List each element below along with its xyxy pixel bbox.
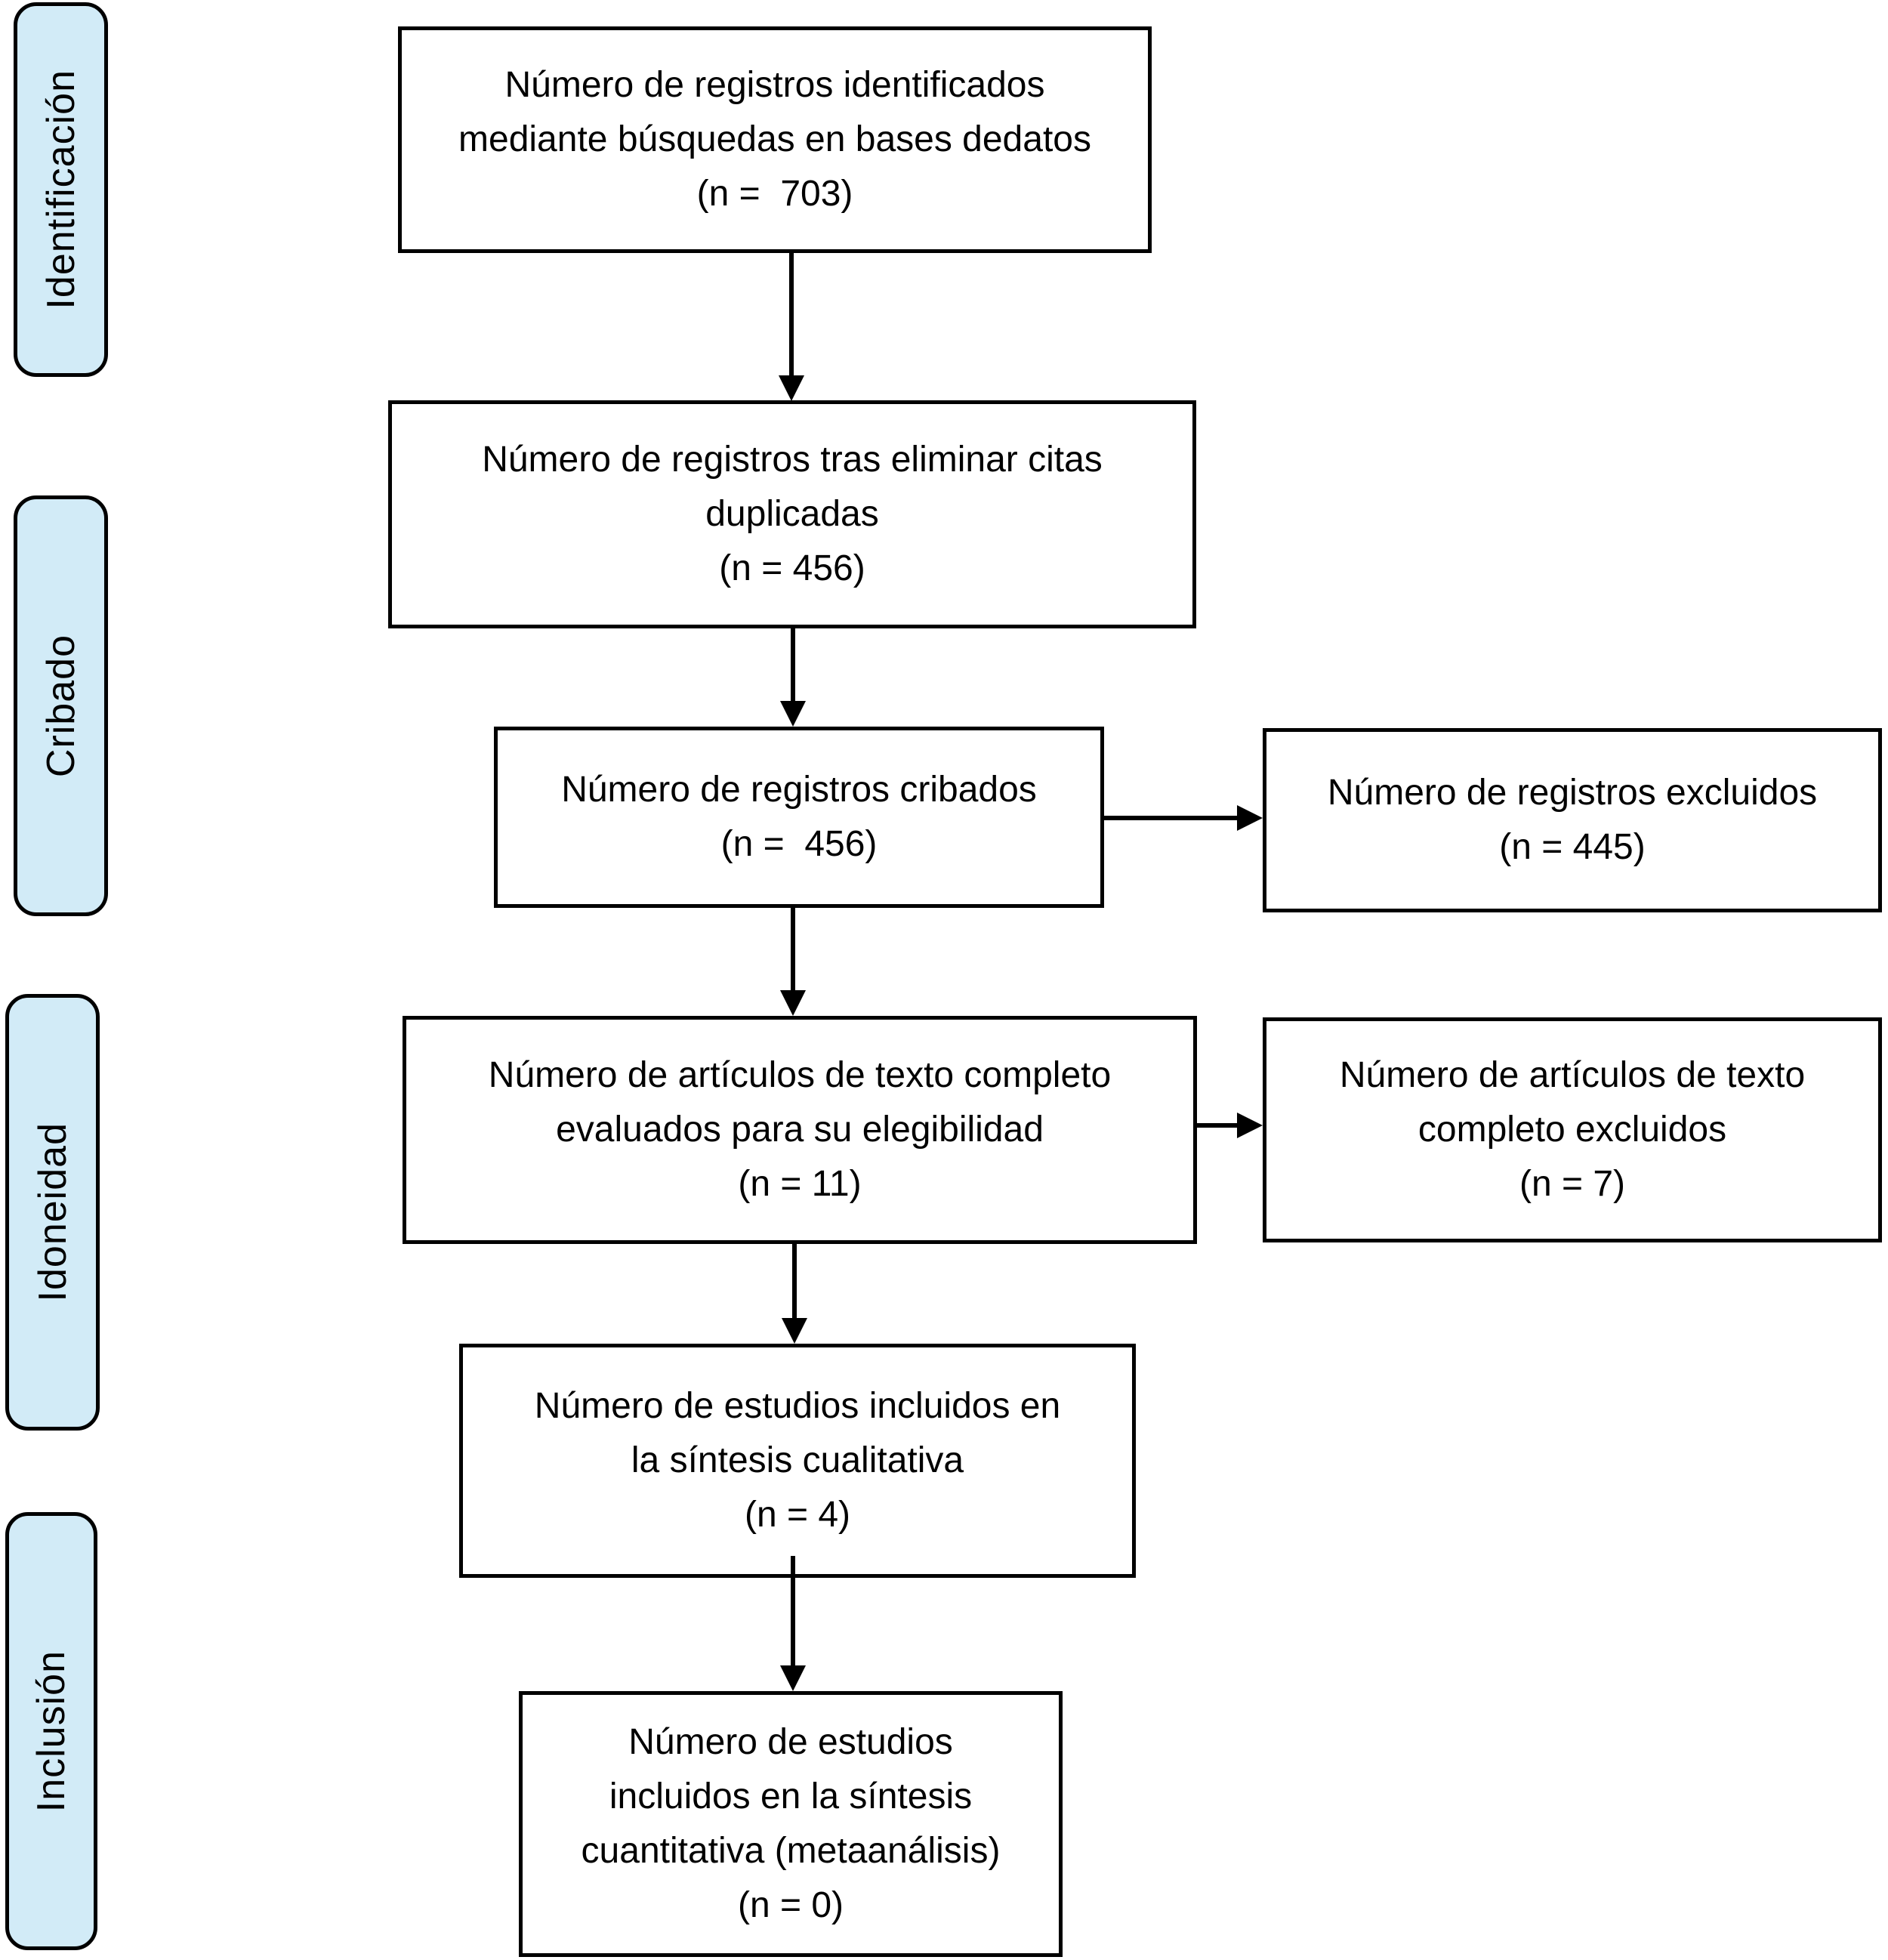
flow-box-records-excluded: Número de registros excluidos (n = 445) [1263, 728, 1882, 912]
stage-label-inclusion: Inclusión [29, 1650, 73, 1813]
stage-label-cribado: Cribado [39, 634, 83, 778]
flow-box-records-excluded-text: Número de registros excluidos (n = 445) [1327, 773, 1818, 867]
stage-tab-idoneidad: Idoneidad [5, 994, 100, 1431]
stage-tab-inclusion: Inclusión [5, 1512, 97, 1950]
stage-tab-identificacion: Identificación [14, 2, 108, 377]
flow-box-qualitative-included-text: Número de estudios incluidos en la sínte… [534, 1386, 1061, 1535]
stage-label-idoneidad: Idoneidad [30, 1122, 75, 1302]
flow-box-records-identified-text: Número de registros identificados median… [458, 65, 1091, 214]
flow-box-fulltext-excluded-text: Número de artículos de texto completo ex… [1339, 1055, 1806, 1204]
stage-label-identificacion: Identificación [39, 69, 83, 310]
flow-box-records-after-duplicates-removed-text: Número de registros tras eliminar citas … [482, 440, 1103, 588]
flow-box-qualitative-included: Número de estudios incluidos en la sínte… [459, 1344, 1136, 1578]
flow-box-fulltext-assessed: Número de artículos de texto completo ev… [403, 1016, 1197, 1244]
flow-box-quantitative-included: Número de estudios incluidos en la sínte… [519, 1691, 1063, 1957]
flow-box-fulltext-assessed-text: Número de artículos de texto completo ev… [488, 1055, 1112, 1204]
flow-box-records-screened: Número de registros cribados (n = 456) [494, 727, 1104, 908]
stage-tab-cribado: Cribado [14, 495, 108, 916]
flow-box-records-identified: Número de registros identificados median… [398, 26, 1152, 253]
flow-box-quantitative-included-text: Número de estudios incluidos en la sínte… [581, 1722, 1001, 1925]
flow-box-records-screened-text: Número de registros cribados (n = 456) [561, 770, 1037, 864]
flow-box-fulltext-excluded: Número de artículos de texto completo ex… [1263, 1017, 1882, 1242]
flow-box-records-after-duplicates-removed: Número de registros tras eliminar citas … [388, 400, 1196, 628]
